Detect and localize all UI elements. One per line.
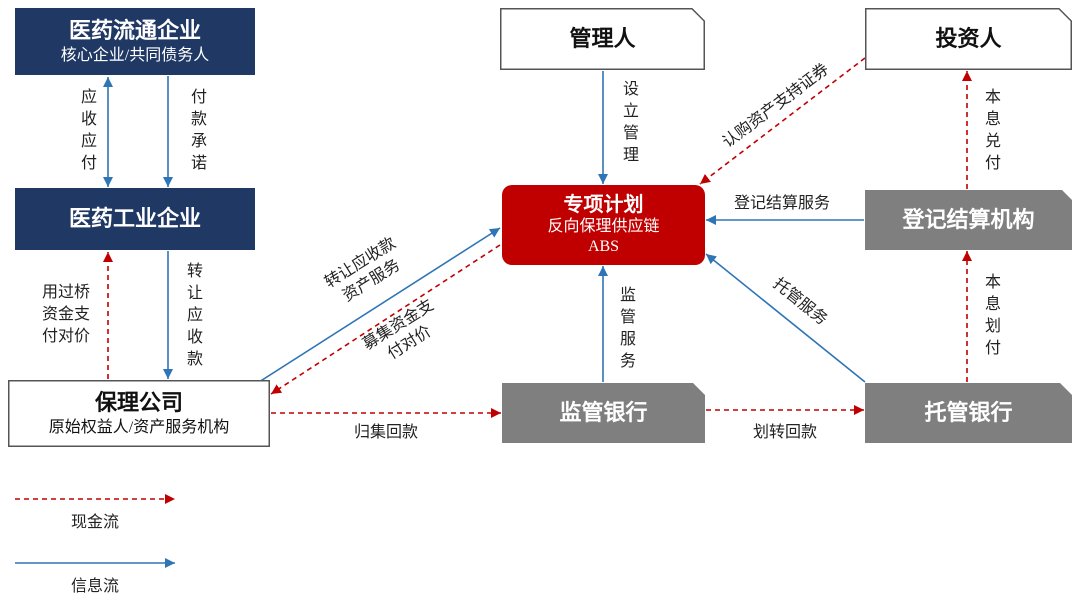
registry-node: 登记结算机构 (865, 190, 1072, 250)
distributor-node: 医药流通企业 核心企业/共同债务人 (15, 8, 255, 75)
manager-box (500, 8, 705, 70)
legend-info-flow-label: 信息流 (70, 578, 120, 595)
supervisory-bank-box (502, 383, 705, 443)
distributor-subtitle: 核心企业/共同债务人 (60, 46, 210, 64)
factoring-subtitle: 原始权益人/资产服务机构 (48, 418, 230, 436)
custodian-bank-box (865, 383, 1072, 443)
investor-box (865, 8, 1072, 70)
subscribe-abs-arrow (699, 57, 866, 185)
factoring-title: 保理公司 (94, 389, 183, 415)
collect-repayment-label: 归集回款 (353, 424, 419, 441)
payment-commitment-label: 付款承诺 (188, 88, 205, 176)
factoring-to-plan-arrow (258, 227, 501, 383)
supervisory-bank-node: 监管银行 (502, 383, 705, 443)
manufacturer-title: 医药工业企业 (68, 206, 201, 231)
plan-abs-label: ABS (587, 238, 620, 255)
transfer-receivable-label: 转让应收款 (184, 262, 201, 372)
manager-node: 管理人 (500, 8, 705, 70)
custody-service-arrow (705, 253, 866, 383)
supervision-service-label: 监管服务 (617, 286, 634, 374)
plan-to-factoring-arrow (270, 244, 501, 395)
distributor-box (15, 8, 255, 75)
investor-node: 投资人 (865, 8, 1072, 70)
legend-cash-flow-label: 现金流 (70, 514, 120, 531)
principal-interest-transfer-label: 本息划付 (982, 273, 999, 361)
distributor-title: 医药流通企业 (68, 17, 201, 43)
plan-subtitle: 反向保理供应链 (547, 218, 660, 235)
registry-title: 登记结算机构 (902, 207, 1035, 232)
principal-interest-redeem-label: 本息兑付 (982, 88, 999, 176)
plan-title: 专项计划 (563, 194, 644, 216)
transfer-repayment-label: 划转回款 (752, 424, 818, 441)
registry-service-label: 登记结算服务 (734, 195, 831, 212)
factoring-box (8, 380, 270, 447)
plan-box (502, 185, 705, 265)
plan-node: 专项计划 反向保理供应链 ABS (502, 185, 705, 265)
setup-management-label: 设立管理 (620, 80, 637, 168)
receivable-payable-label: 应收应付 (78, 88, 95, 176)
factoring-node: 保理公司 原始权益人/资产服务机构 (8, 380, 270, 447)
custodian-bank-title: 托管银行 (924, 400, 1013, 425)
manufacturer-box (15, 188, 255, 250)
custodian-bank-node: 托管银行 (865, 383, 1072, 443)
manager-title: 管理人 (569, 26, 636, 51)
manufacturer-node: 医药工业企业 (15, 188, 255, 250)
investor-title: 投资人 (935, 26, 1002, 51)
registry-box (865, 190, 1072, 250)
bridge-fund-label: 用过桥资金支付对价 (42, 284, 91, 345)
supervisory-bank-title: 监管银行 (559, 400, 648, 425)
